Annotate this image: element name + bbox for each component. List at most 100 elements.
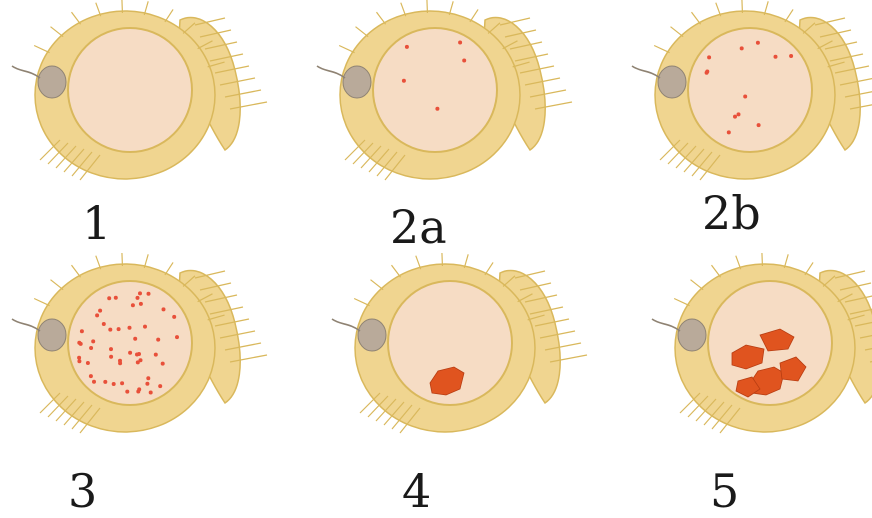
- red-spot: [158, 384, 162, 388]
- red-spot: [86, 361, 90, 365]
- red-spot: [102, 322, 106, 326]
- arista: [632, 66, 660, 78]
- antenna: [358, 319, 386, 351]
- red-spot: [77, 341, 81, 345]
- bristle: [762, 253, 763, 266]
- bristle: [51, 27, 64, 37]
- red-spot: [77, 356, 81, 360]
- red-spot: [147, 292, 151, 296]
- red-spot: [727, 130, 731, 134]
- bristle: [391, 265, 400, 277]
- antenna: [658, 66, 686, 98]
- bristle: [674, 299, 689, 306]
- red-spot: [154, 353, 158, 357]
- bristle: [165, 9, 173, 21]
- red-spot: [138, 291, 142, 295]
- bristle: [51, 280, 64, 290]
- red-spot: [789, 54, 793, 58]
- antenna: [38, 319, 66, 351]
- arista: [332, 319, 360, 331]
- bristle: [671, 27, 684, 37]
- red-spot: [743, 95, 747, 99]
- arista: [12, 66, 40, 78]
- panel-4: 4: [320, 253, 610, 506]
- red-spot: [128, 351, 132, 355]
- bristle: [470, 9, 478, 21]
- fly-head-eye-stage-4: [320, 253, 610, 453]
- panel-5: 5: [640, 253, 872, 506]
- red-spot: [462, 59, 466, 63]
- bristle: [376, 12, 385, 24]
- red-spot: [91, 339, 95, 343]
- red-spot: [109, 355, 113, 359]
- red-spot: [77, 359, 81, 363]
- red-spot: [131, 303, 135, 307]
- red-spot: [80, 329, 84, 333]
- red-spot: [114, 296, 118, 300]
- bristle: [805, 262, 813, 274]
- arista: [652, 319, 680, 331]
- arista: [317, 66, 345, 78]
- panel-2a: 2a: [305, 0, 595, 253]
- red-spot: [135, 353, 139, 357]
- red-spot: [737, 112, 741, 116]
- panel-1: 1: [0, 0, 290, 253]
- red-spot: [756, 41, 760, 45]
- red-spot: [103, 380, 107, 384]
- red-spot: [112, 382, 116, 386]
- red-spot: [774, 55, 778, 59]
- arista: [12, 319, 40, 331]
- antenna: [38, 66, 66, 98]
- bristle: [442, 253, 443, 266]
- panel-label: 3: [68, 468, 97, 514]
- compound-eye: [373, 28, 497, 152]
- red-spot: [156, 338, 160, 342]
- panel-3: 3: [0, 253, 290, 506]
- bristle: [371, 280, 384, 290]
- fly-head-eye-stage-5: [640, 253, 872, 453]
- bristle: [339, 46, 354, 53]
- bristle: [122, 0, 123, 13]
- fly-head-eye-stage-2a: [305, 0, 595, 200]
- panel-label: 5: [710, 468, 739, 514]
- red-spot: [435, 107, 439, 111]
- red-spot: [402, 79, 406, 83]
- panel-2b: 2b: [620, 0, 872, 253]
- bristle: [785, 9, 793, 21]
- red-spot: [172, 315, 176, 319]
- red-spot: [707, 55, 711, 59]
- panel-label: 4: [402, 468, 431, 514]
- red-spot: [458, 41, 462, 45]
- bristle: [122, 253, 123, 266]
- red-spot: [146, 376, 150, 380]
- panel-label: 1: [82, 200, 111, 246]
- red-spot: [133, 337, 137, 341]
- compound-eye: [68, 28, 192, 152]
- panel-label: 2a: [390, 204, 447, 250]
- red-spot: [89, 346, 93, 350]
- bristle: [34, 46, 49, 53]
- red-spot: [705, 70, 709, 74]
- bristle: [654, 46, 669, 53]
- bristle: [34, 299, 49, 306]
- panel-label: 2b: [702, 190, 761, 236]
- antenna: [678, 319, 706, 351]
- red-spot: [128, 326, 132, 330]
- bristle: [711, 265, 720, 277]
- compound-eye: [68, 281, 192, 405]
- bristle: [71, 265, 80, 277]
- red-spot: [175, 335, 179, 339]
- red-spot: [109, 347, 113, 351]
- red-spot: [757, 123, 761, 127]
- red-spot: [108, 328, 112, 332]
- red-spot: [136, 390, 140, 394]
- red-spot: [405, 45, 409, 49]
- bristle: [71, 12, 80, 24]
- red-spot: [740, 46, 744, 50]
- red-spot: [107, 296, 111, 300]
- bristle: [354, 299, 369, 306]
- bristle: [742, 0, 743, 13]
- fly-head-eye-stage-3: [0, 253, 290, 453]
- red-spot: [98, 309, 102, 313]
- bristle: [485, 262, 493, 274]
